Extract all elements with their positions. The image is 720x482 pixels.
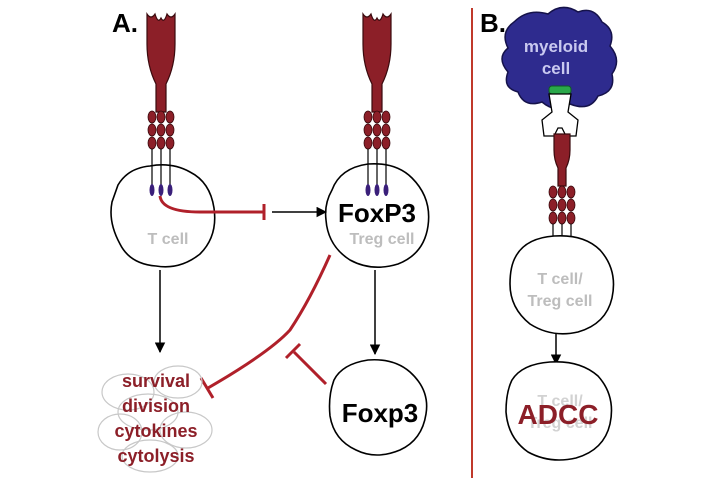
panel-a-label: A. xyxy=(112,8,138,38)
antibody-fc xyxy=(541,93,579,137)
inhibition-bar-treg xyxy=(199,377,215,399)
myeloid-label-2: cell xyxy=(542,59,570,78)
effect-cytokines: cytokines xyxy=(114,421,197,441)
effect-cytolysis: cytolysis xyxy=(117,446,194,466)
treg-cell-label: Treg cell xyxy=(350,231,415,248)
inhibition-line-foxp3 xyxy=(292,350,328,386)
effect-survival: survival xyxy=(122,371,190,391)
adcc-ghost-label-2: Treg cell xyxy=(528,415,593,432)
t-cell-label: T cell xyxy=(148,231,189,248)
treg-cell xyxy=(324,162,430,268)
panel-b-label: B. xyxy=(480,8,506,38)
inhibition-bar-foxp3 xyxy=(284,342,302,360)
tcell-b-label-1: T cell/ xyxy=(537,271,583,288)
tcell-b-label-2: Treg cell xyxy=(528,293,593,310)
t-cell xyxy=(110,164,216,268)
effect-cell-outlines xyxy=(97,365,213,473)
fc-receptor xyxy=(548,85,572,95)
myeloid-label-1: myeloid xyxy=(524,37,588,56)
adcc-ghost-label-1: T cell/ xyxy=(537,393,583,410)
inhibition-line-treg xyxy=(207,254,332,390)
foxp3-bottom-label: Foxp3 xyxy=(342,398,419,428)
effect-division: division xyxy=(122,396,190,416)
foxp3-cell xyxy=(328,358,428,456)
foxp3-label: FoxP3 xyxy=(338,198,416,228)
myeloid-cell xyxy=(501,6,618,110)
adcc-label: ADCC xyxy=(518,399,599,430)
inhibition-line-tcell xyxy=(158,195,264,214)
tcell-treg-cell-b xyxy=(509,234,615,335)
adcc-cell xyxy=(505,360,613,461)
